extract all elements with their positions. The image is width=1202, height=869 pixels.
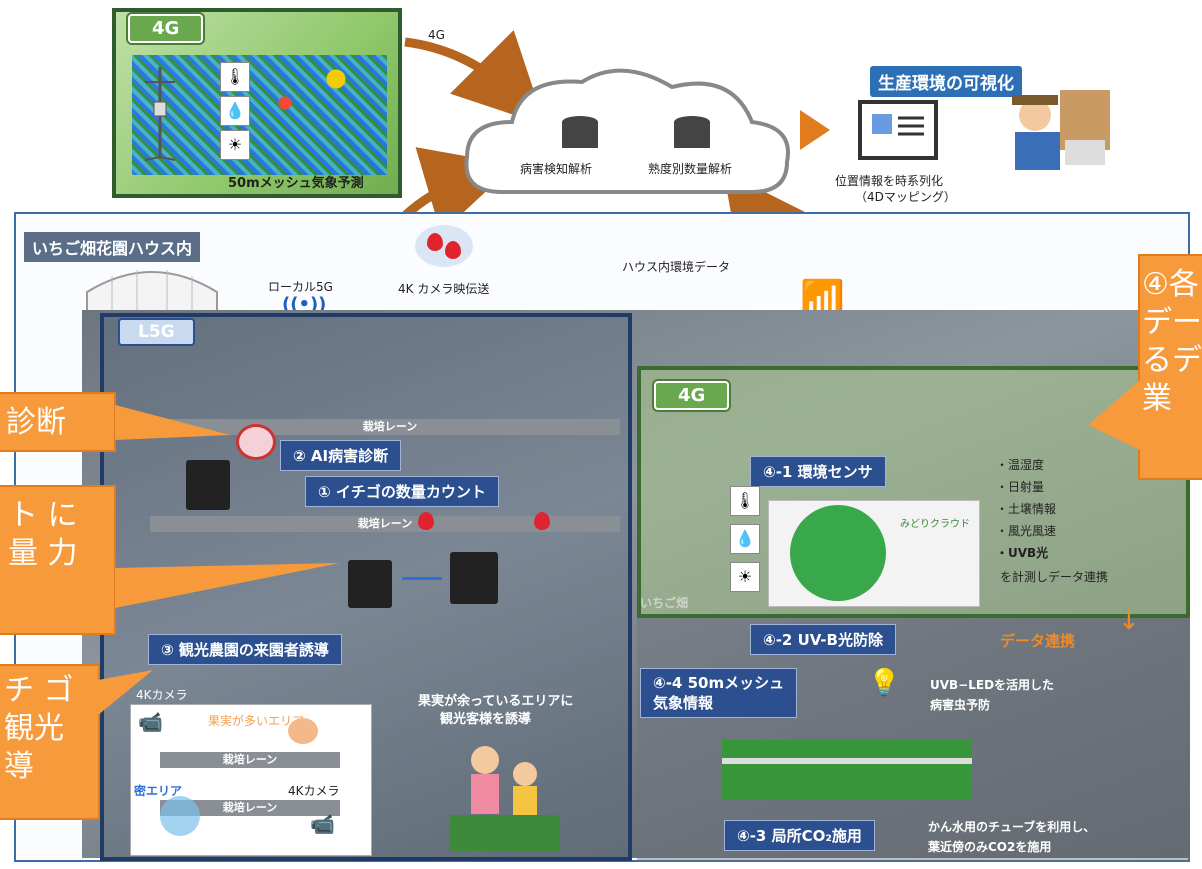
- callout-right: ④各 デー るデ 業: [1138, 254, 1202, 480]
- robot-move-arrow: [402, 577, 442, 580]
- tag-4g-top: 4G: [128, 14, 204, 43]
- callout-left-2-tail: [115, 563, 340, 608]
- label-env-sensor: ④-1 環境センサ: [750, 456, 886, 487]
- callout-right-line3: るデ: [1142, 343, 1202, 378]
- inset-camera-label-2: 4Kカメラ: [288, 784, 340, 798]
- tag-l5g: L5G: [118, 318, 195, 346]
- callout-left-1-tail: [115, 405, 230, 440]
- env-humidity-icon: 💧: [730, 524, 760, 554]
- robot-3: [450, 552, 498, 604]
- mesh-line-1: ④-4 50mメッシュ: [653, 674, 785, 692]
- cultivation-lane-1: 栽培レーン: [160, 419, 620, 435]
- callout-right-line1: ④各: [1142, 267, 1199, 302]
- env-data-label: ハウス内環境データ: [622, 260, 731, 274]
- callout-left-3: チ ゴ 観光 導: [0, 664, 100, 820]
- zone-many-label: 果実が多いエリア: [208, 714, 305, 728]
- dense-zone-label: 密エリア: [134, 784, 183, 798]
- dense-zone-marker: [160, 796, 200, 836]
- uvb-note-1: UVB−LEDを活用した: [930, 678, 1055, 692]
- camera-transmit-label: 4K カメラ映伝送: [398, 282, 490, 296]
- callout-left-1: 診断: [0, 392, 116, 452]
- robot-2: [348, 560, 392, 608]
- thermometer-icon: 🌡: [220, 62, 250, 92]
- guide-text-1: 果実が余っているエリアに: [418, 694, 574, 709]
- callout-right-tail: [1088, 380, 1140, 450]
- device-brand: みどりクラウド: [900, 519, 970, 530]
- sensor-item-4: ・風光風速: [996, 524, 1057, 538]
- uvb-note-2: 病害虫予防: [930, 698, 991, 712]
- label-co2: ④-3 局所CO₂施用: [724, 820, 875, 851]
- inset-camera-label: 4Kカメラ: [136, 688, 188, 702]
- callout-left-3-line1: チ ゴ: [4, 673, 74, 708]
- visitors-illustration: [455, 740, 565, 830]
- mesh-weather-map: [132, 55, 387, 175]
- local5g-label: ローカル5G: [268, 280, 333, 294]
- sensor-dial: [790, 505, 886, 601]
- sensor-item-5: ・UVB光: [996, 546, 1049, 560]
- env-sun-icon: ☀: [730, 562, 760, 592]
- monitor-icon: [858, 100, 938, 160]
- callout-left-3-line2: 観光: [4, 711, 64, 746]
- strawberry-camera-icon: [415, 225, 473, 267]
- camera-icon-2: 📹: [310, 812, 335, 836]
- weather-caption: 50mメッシュ気象予測: [228, 176, 364, 191]
- data-link-label: データ連携: [1000, 632, 1076, 650]
- co2-note-2: 葉近傍のみCO2を施用: [928, 840, 1052, 854]
- strawberry-bed: [450, 815, 560, 851]
- fruit-zone-marker: [288, 718, 318, 744]
- callout-right-line2: デー: [1142, 305, 1202, 340]
- cultivation-lane-2: 栽培レーン: [150, 516, 620, 532]
- cloud-label-disease: 病害検知解析: [520, 162, 593, 176]
- label-strawberry-count: ① イチゴの数量カウント: [305, 476, 499, 507]
- label-mesh-weather: ④-4 50mメッシュ 気象情報: [640, 668, 798, 718]
- humidity-icon: 💧: [220, 96, 250, 126]
- cloud-label-ripeness: 熟度別数量解析: [648, 162, 733, 176]
- ai-diagnosis-icon: [236, 424, 276, 460]
- overlay-text: いちご畑: [640, 596, 689, 610]
- sun-icon: ☀: [220, 130, 250, 160]
- sensor-item-3: ・土壌情報: [996, 502, 1057, 516]
- callout-left-3-line3: 導: [4, 749, 34, 784]
- farmer-illustration: [990, 80, 1120, 170]
- env-thermometer-icon: 🌡: [730, 486, 760, 516]
- co2-note-1: かん水用のチューブを利用し、: [928, 820, 1096, 834]
- uvb-lamp-icon: 💡: [868, 668, 901, 698]
- strawberry-detect-2: [534, 512, 550, 530]
- co2-tube: [722, 758, 972, 764]
- strawberry-detect-1: [418, 512, 434, 530]
- mesh-line-2: 気象情報: [653, 694, 714, 712]
- visualization-caption1: 位置情報を時系列化: [835, 174, 944, 188]
- callout-left-3-tail: [98, 670, 153, 715]
- tag-4g-panel: 4G: [654, 381, 730, 410]
- sensor-item-2: ・日射量: [996, 480, 1045, 494]
- inset-lane-1: 栽培レーン: [160, 752, 340, 768]
- robot-1: [186, 460, 230, 510]
- guide-text-2: 観光客様を誘導: [440, 712, 532, 727]
- label-uvb: ④-2 UV-B光防除: [750, 624, 896, 655]
- house-title: いちご畑花園ハウス内: [24, 232, 201, 262]
- callout-left-2: ト に 量 力: [0, 485, 116, 635]
- callout-left-2-line2: 量 力: [8, 536, 78, 571]
- strawberry-plants: [722, 740, 972, 800]
- link-label-4g: 4G: [428, 28, 445, 42]
- visualization-title: 生産環境の可視化: [870, 66, 1022, 97]
- cloud-analysis: [462, 62, 794, 212]
- callout-right-line4: 業: [1142, 381, 1172, 416]
- camera-icon-1: 📹: [138, 710, 163, 734]
- sensor-item-1: ・温湿度: [996, 458, 1045, 472]
- weather-station-icon: [140, 62, 180, 162]
- label-ai-diagnosis: ② AI病害診断: [280, 440, 402, 471]
- sensor-note: を計測しデータ連携: [1000, 570, 1109, 584]
- callout-left-2-line1: ト に: [8, 498, 78, 533]
- data-link-arrow: ↓: [1118, 606, 1140, 636]
- visualization-caption2: （4Dマッピング）: [855, 190, 956, 204]
- antenna-icon: ((•)): [282, 294, 327, 315]
- label-visitor-guide: ③ 観光農園の来園者誘導: [148, 634, 342, 665]
- inset-lane-2: 栽培レーン: [160, 800, 340, 816]
